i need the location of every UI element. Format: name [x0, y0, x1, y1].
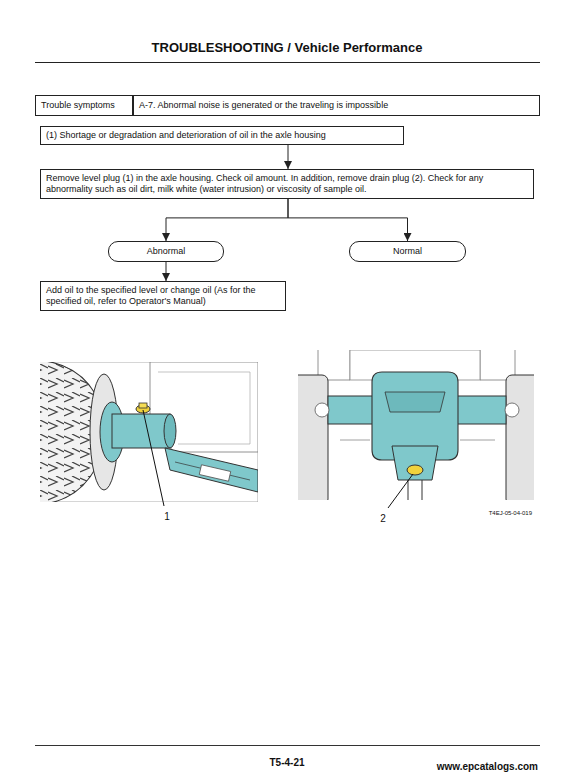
node-text: Abnormal — [115, 246, 217, 257]
flow-arrow — [288, 145, 289, 169]
page-number: T5-4-21 — [269, 757, 304, 768]
flow-arrow — [166, 199, 288, 241]
check-box: Remove level plug (1) in the axle housin… — [40, 169, 534, 199]
flow-arrow — [166, 262, 167, 281]
axle-side-view — [40, 362, 258, 502]
symptom-cell: A-7. Abnormal noise is generated or the … — [133, 95, 540, 116]
leader-line — [388, 474, 413, 508]
result-box: Abnormal — [108, 241, 224, 262]
page-title: TROUBLESHOOTING / Vehicle Performance — [152, 40, 423, 55]
leader-line — [143, 410, 164, 506]
figure-code: T4EJ-05-04-019 — [489, 510, 532, 516]
symptom-header: Trouble symptoms — [35, 95, 133, 116]
callout-number: 1 — [164, 511, 170, 522]
footer-rule — [35, 745, 540, 746]
flow-arrow — [288, 199, 408, 241]
node-text: Remove level plug (1) in the axle housin… — [46, 173, 528, 195]
node-text: (1) Shortage or degradation and deterior… — [46, 130, 398, 141]
cause-box: (1) Shortage or degradation and deterior… — [40, 126, 404, 145]
callout-number: 2 — [380, 513, 386, 524]
action-box: Add oil to the specified level or change… — [40, 281, 286, 311]
node-text: Add oil to the specified level or change… — [46, 285, 280, 307]
header-rule — [35, 62, 540, 63]
node-text: Trouble symptoms — [41, 100, 127, 111]
watermark: www.epcatalogs.com — [437, 761, 538, 772]
node-text: A-7. Abnormal noise is generated or the … — [139, 100, 534, 111]
result-box: Normal — [349, 241, 466, 262]
axle-rear-view — [298, 350, 534, 500]
node-text: Normal — [356, 246, 459, 257]
